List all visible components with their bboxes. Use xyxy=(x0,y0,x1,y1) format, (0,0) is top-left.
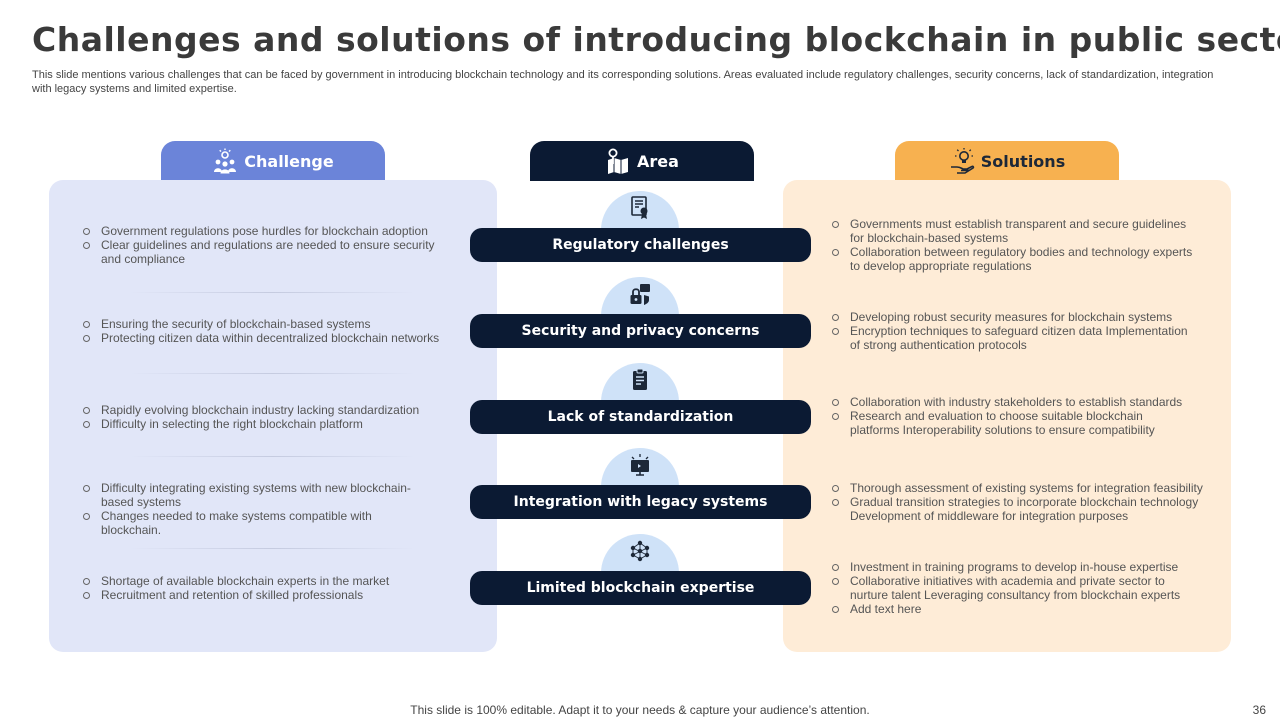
slide-footer: This slide is 100% editable. Adapt it to… xyxy=(410,703,870,717)
row-divider xyxy=(130,292,415,293)
slide-subtitle: This slide mentions various challenges t… xyxy=(32,69,1214,95)
area-header-label: Area xyxy=(637,151,679,171)
list-item: Collaboration with industry stakeholders… xyxy=(830,395,1195,409)
team-idea-icon xyxy=(214,148,237,174)
list-item: Protecting citizen data within decentral… xyxy=(81,331,451,345)
network-icon xyxy=(630,540,650,562)
lock-shield-icon xyxy=(630,284,650,305)
solutions-list-regulatory: Governments must establish transparent a… xyxy=(830,217,1200,273)
list-item: Developing robust security measures for … xyxy=(830,310,1200,324)
certificate-icon xyxy=(631,196,648,219)
challenge-header-label: Challenge xyxy=(244,151,334,171)
list-item: Ensuring the security of blockchain-base… xyxy=(81,317,451,331)
challenge-list-expertise: Shortage of available blockchain experts… xyxy=(81,574,451,602)
solutions-header-label: Solutions xyxy=(980,151,1066,171)
solutions-list-security: Developing robust security measures for … xyxy=(830,310,1200,352)
area-pill-integration: Integration with legacy systems xyxy=(470,485,811,519)
list-item: Investment in training programs to devel… xyxy=(830,560,1195,574)
solutions-list-standardization: Collaboration with industry stakeholders… xyxy=(830,395,1195,437)
row-divider xyxy=(130,456,415,457)
challenge-panel xyxy=(49,180,497,652)
solutions-list-expertise: Investment in training programs to devel… xyxy=(830,560,1195,616)
list-item: Shortage of available blockchain experts… xyxy=(81,574,451,588)
row-divider xyxy=(130,373,415,374)
list-item: Add text here xyxy=(830,602,1195,616)
list-item: Government regulations pose hurdles for … xyxy=(81,224,451,238)
challenge-list-standardization: Rapidly evolving blockchain industry lac… xyxy=(81,403,451,431)
list-item: Research and evaluation to choose suitab… xyxy=(830,409,1195,437)
list-item: Governments must establish transparent a… xyxy=(830,217,1200,245)
area-pill-standardization: Lack of standardization xyxy=(470,400,811,434)
solutions-header: Solutions xyxy=(895,141,1119,181)
area-pill-expertise: Limited blockchain expertise xyxy=(470,571,811,605)
list-item: Collaboration between regulatory bodies … xyxy=(830,245,1200,273)
list-item: Difficulty in selecting the right blockc… xyxy=(81,417,451,431)
map-pin-icon xyxy=(608,148,629,174)
challenge-header: Challenge xyxy=(161,141,385,181)
list-item: Rapidly evolving blockchain industry lac… xyxy=(81,403,451,417)
list-item: Difficulty integrating existing systems … xyxy=(81,481,431,509)
area-pill-regulatory: Regulatory challenges xyxy=(470,228,811,262)
list-item: Gradual transition strategies to incorpo… xyxy=(830,495,1220,523)
solutions-list-integration: Thorough assessment of existing systems … xyxy=(830,481,1220,523)
list-item: Collaborative initiatives with academia … xyxy=(830,574,1195,602)
clipboard-icon xyxy=(633,368,647,390)
hand-bulb-icon xyxy=(950,148,974,174)
solutions-panel xyxy=(783,180,1231,652)
list-item: Encryption techniques to safeguard citiz… xyxy=(830,324,1200,352)
row-divider xyxy=(130,548,415,549)
area-pill-security: Security and privacy concerns xyxy=(470,314,811,348)
page-number: 36 xyxy=(1252,703,1266,717)
challenge-list-security: Ensuring the security of blockchain-base… xyxy=(81,317,451,345)
list-item: Clear guidelines and regulations are nee… xyxy=(81,238,451,266)
monitor-icon xyxy=(631,454,649,476)
challenge-list-integration: Difficulty integrating existing systems … xyxy=(81,481,431,537)
challenge-list-regulatory: Government regulations pose hurdles for … xyxy=(81,224,451,266)
list-item: Changes needed to make systems compatibl… xyxy=(81,509,431,537)
area-header: Area xyxy=(530,141,754,181)
slide-title: Challenges and solutions of introducing … xyxy=(32,20,1280,59)
list-item: Recruitment and retention of skilled pro… xyxy=(81,588,451,602)
list-item: Thorough assessment of existing systems … xyxy=(830,481,1220,495)
